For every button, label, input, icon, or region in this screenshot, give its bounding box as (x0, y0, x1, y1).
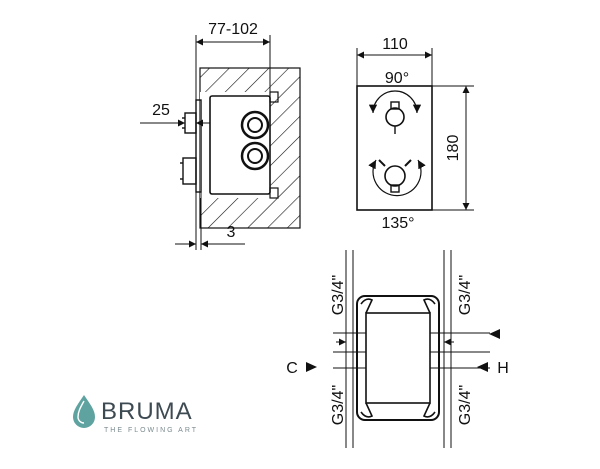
port-upper (240, 110, 270, 140)
port-bottom-right-label: G3/4" (457, 385, 474, 425)
port-top-left-label: G3/4" (330, 275, 347, 315)
depth-dimension-label: 77-102 (208, 21, 258, 38)
port-top-right-label: G3/4" (457, 275, 474, 315)
width-dimension-label: 110 (382, 36, 408, 53)
box-view: G3/4" G3/4" G3/4" G3/4" C H (286, 250, 509, 448)
drop-icon (73, 395, 95, 428)
handle-dimension-label: 25 (152, 102, 170, 119)
hot-marker-label: H (497, 360, 509, 377)
right-marker-arrow (489, 329, 500, 339)
front-plate (356, 85, 433, 211)
right-marker-arrow-lower (477, 362, 488, 372)
plate-dimension-label: 3 (227, 224, 236, 241)
corner-lugs (360, 298, 436, 418)
brand-logo: BRUMA THE FLOWING ART (73, 395, 198, 434)
port-lower (240, 141, 270, 171)
front-view: 110 180 90° 135° (356, 36, 474, 232)
box-inner (365, 312, 431, 404)
brand-name: BRUMA (101, 398, 193, 425)
top-angle-label: 90° (385, 70, 409, 87)
cover-plate (195, 99, 202, 193)
height-dimension-label: 180 (445, 135, 462, 162)
lower-rotation-symbol (368, 159, 426, 197)
left-marker-arrow (306, 362, 317, 372)
bottom-angle-label: 135° (381, 215, 414, 232)
valve-body (209, 95, 271, 195)
box-outer (356, 295, 440, 421)
brand-tagline: THE FLOWING ART (104, 427, 198, 434)
side-view: 77-102 25 3 (140, 21, 301, 250)
cold-marker-label: C (286, 360, 298, 377)
port-bottom-left-label: G3/4" (330, 385, 347, 425)
handle-lower (180, 157, 197, 185)
upper-rotation-symbol (368, 90, 422, 134)
